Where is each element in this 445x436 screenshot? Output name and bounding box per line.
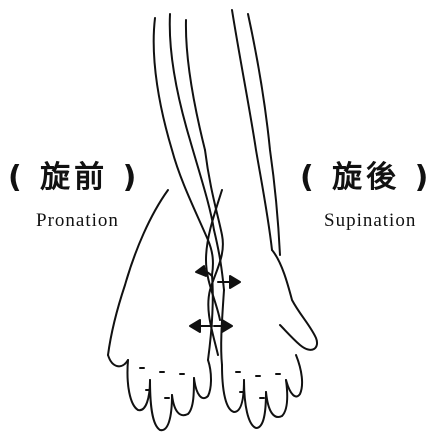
pronation-chinese-label: ( 旋前 ) xyxy=(8,152,140,196)
arrow-left-lower xyxy=(190,320,200,332)
supination-english-label: Supination xyxy=(324,210,416,232)
right-forearm xyxy=(214,10,280,290)
left-hand xyxy=(108,190,213,430)
supination-chinese-label: ( 旋後 ) xyxy=(300,152,432,196)
crossing-lines xyxy=(205,150,223,355)
right-hand xyxy=(221,250,317,428)
left-forearm xyxy=(154,14,214,275)
arrow-right-lower xyxy=(222,320,232,332)
pronation-english-label: Pronation xyxy=(36,210,119,232)
